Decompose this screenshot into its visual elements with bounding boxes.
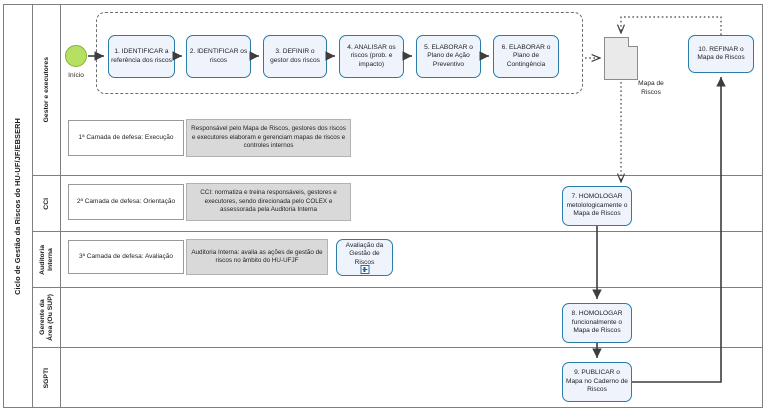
task-3-definir-gestor[interactable]: 3. DEFINIR o gestor dos riscos [263, 35, 327, 78]
annotation-layer2-text: CCI: normatiza e treina responsáveis, ge… [186, 183, 351, 221]
annotation-layer3-title: 3ª Camada de defesa: Avaliação [68, 240, 184, 274]
lane-auditoria-interna: Auditoria Interna [33, 232, 763, 288]
annotation-layer3-text: Auditoria Interna: avalia as ações de ge… [186, 239, 328, 275]
process-pool [3, 4, 763, 408]
annotation-layer1-title: 1ª Camada de defesa: Execução [68, 120, 184, 156]
task-2-identificar-riscos[interactable]: 2. IDENTIFICAR os riscos [186, 35, 251, 78]
lane-header-gestor: Gestor e executores [33, 4, 61, 175]
lane-sgpti: SGPTI [33, 348, 763, 408]
task-9-publicar-mapa-caderno[interactable]: 9. PUBLICAR o Mapa no Caderno de Riscos [562, 362, 632, 402]
lane-label-sgpti: SGPTI [42, 367, 50, 389]
task-7-homologar-metodologicamente[interactable]: 7. HOMOLOGAR metolologicamente o Mapa de… [562, 186, 632, 226]
start-event-label: Início [68, 72, 84, 79]
task-1-identificar-referencia[interactable]: 1. IDENTIFICAR a referência dos riscos [108, 35, 175, 78]
task-6-elaborar-plano-contingencia[interactable]: 6. ELABORAR o Plano de Contingência [493, 35, 559, 78]
task-4-analisar-riscos[interactable]: 4. ANALISAR os riscos (prob. e impacto) [339, 35, 404, 78]
lane-cci: CCI [33, 176, 763, 232]
subprocess-avaliacao-da-gestao-de-riscos[interactable]: Avaliação da Gestão de Riscos [336, 239, 393, 276]
lane-label-gestor: Gestor e executores [42, 56, 50, 123]
data-object-label-text: Mapa de Riscos [638, 80, 664, 96]
data-object-label: Mapa de Riscos [624, 80, 678, 97]
data-object-mapa-de-riscos [604, 37, 638, 80]
lane-label-cci: CCI [42, 197, 50, 210]
task-10-refinar-mapa-de-riscos[interactable]: 10. REFINAR o Mapa de Riscos [688, 35, 754, 73]
lane-header-gerente: Gerente da Área (Ou SUP) [33, 288, 61, 347]
lane-gestor-e-executores: Gestor e executores [33, 4, 763, 176]
subprocess-label: Avaliação da Gestão de Riscos [345, 241, 384, 266]
lane-gerente-da-area: Gerente da Área (Ou SUP) [33, 288, 763, 348]
lane-header-cci: CCI [33, 176, 61, 231]
lane-header-sgpti: SGPTI [33, 348, 61, 408]
pool-title-label: Ciclo de Gestão da Riscos do HU-UF/JF/EB… [13, 117, 22, 295]
lane-label-auditoria: Auditoria Interna [38, 244, 54, 275]
pool-title: Ciclo de Gestão da Riscos do HU-UF/JF/EB… [3, 4, 33, 408]
lane-header-auditoria: Auditoria Interna [33, 232, 61, 287]
task-8-homologar-funcionalmente[interactable]: 8. HOMOLOGAR funcionalmente o Mapa de Ri… [562, 303, 632, 343]
task-5-elaborar-plano-acao-preventivo[interactable]: 5. ELABORAR o Plano de Ação Preventivo [416, 35, 481, 78]
subprocess-expand-icon[interactable] [360, 265, 369, 274]
annotation-layer1-text: Responsável pelo Mapa de Riscos, gestore… [186, 119, 351, 157]
start-event[interactable] [65, 45, 87, 67]
annotation-layer2-title: 2ª Camada de defesa: Orientação [68, 184, 184, 220]
lane-label-gerente: Gerente da Área (Ou SUP) [38, 294, 54, 341]
